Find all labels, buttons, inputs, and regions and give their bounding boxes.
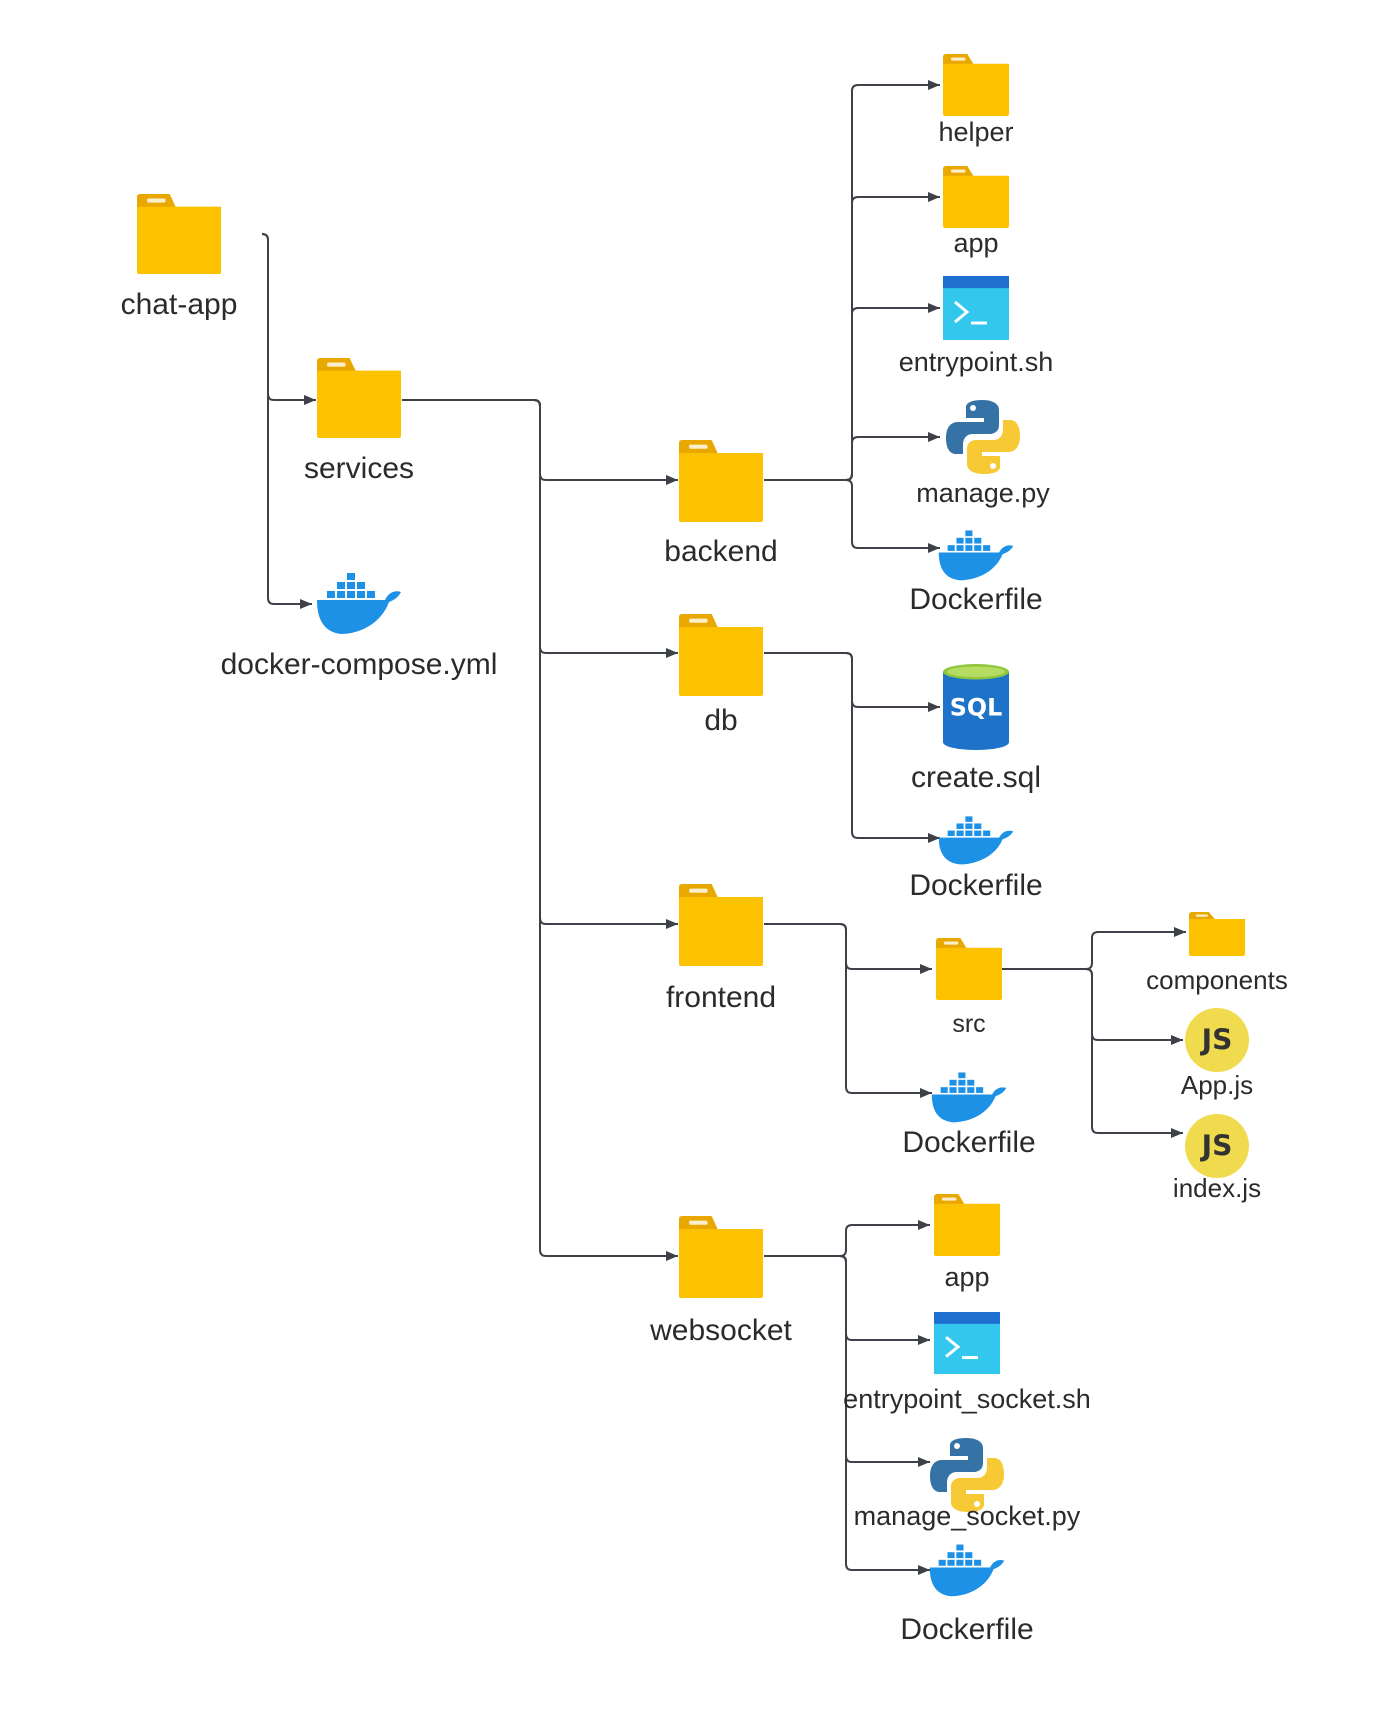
node-backend[interactable]: backend <box>664 440 778 568</box>
node-manage-socket[interactable]: manage_socket.py <box>854 1438 1081 1531</box>
node-components[interactable]: components <box>1146 912 1288 995</box>
node-label: manage.py <box>916 478 1050 508</box>
edges-layer <box>261 80 1186 1575</box>
edge-db-to-db_dockerfile <box>764 652 940 843</box>
node-entrypoint-socket[interactable]: entrypoint_socket.sh <box>843 1312 1091 1414</box>
node-app-js[interactable]: JS App.js <box>1181 1008 1253 1100</box>
edge-src-to-components <box>1002 927 1186 970</box>
node-label: services <box>304 452 414 485</box>
docker-icon <box>929 1544 1005 1597</box>
edge-src-to-index_js <box>1002 968 1183 1138</box>
edge-frontend-to-frontend_dockerfile <box>764 923 932 1098</box>
node-label: index.js <box>1173 1173 1261 1203</box>
node-chat-app[interactable]: chat-app <box>121 194 238 321</box>
edge-backend-to-manage_py <box>764 432 940 481</box>
docker-icon <box>931 1072 1007 1123</box>
folder-icon <box>137 194 221 274</box>
node-label: websocket <box>649 1314 792 1347</box>
node-backend-dockerfile[interactable]: Dockerfile <box>909 530 1043 616</box>
edge-services-to-websocket <box>402 399 678 1261</box>
node-label: Dockerfile <box>902 1126 1035 1159</box>
edge-frontend-to-src <box>764 923 932 974</box>
node-label: src <box>952 1010 985 1038</box>
node-entrypoint-sh[interactable]: entrypoint.sh <box>899 276 1054 377</box>
node-label: Dockerfile <box>909 869 1042 902</box>
folder-icon <box>943 54 1009 116</box>
node-ws-dockerfile[interactable]: Dockerfile <box>900 1544 1034 1646</box>
node-label: docker-compose.yml <box>221 648 498 681</box>
folder-icon <box>679 1216 763 1298</box>
js-icon: JS <box>1185 1114 1249 1178</box>
node-label: db <box>704 704 737 737</box>
docker-icon <box>317 573 401 634</box>
python-icon <box>930 1438 1004 1512</box>
folder-icon <box>1189 912 1245 956</box>
edge-websocket-to-ws_app <box>764 1220 930 1257</box>
node-label: components <box>1146 965 1288 995</box>
edge-websocket-to-ws_dockerfile <box>764 1255 930 1575</box>
sql-glyph: SQL <box>950 694 1002 722</box>
python-icon <box>946 400 1020 474</box>
node-label: helper <box>938 117 1013 147</box>
folder-icon <box>679 614 763 696</box>
docker-icon <box>938 816 1014 865</box>
node-backend-app[interactable]: app <box>943 166 1009 258</box>
folder-icon <box>679 884 763 966</box>
node-label: entrypoint.sh <box>899 347 1054 377</box>
folder-icon <box>934 1194 1000 1256</box>
folder-icon <box>936 938 1002 1000</box>
node-label: app <box>944 1262 989 1292</box>
node-label: Dockerfile <box>909 583 1042 616</box>
edge-chat_app-to-services <box>261 233 316 405</box>
folder-icon <box>679 440 763 522</box>
terminal-icon <box>943 276 1009 340</box>
folder-icon <box>943 166 1009 228</box>
node-label: frontend <box>666 981 776 1014</box>
node-index-js[interactable]: JS index.js <box>1173 1114 1261 1203</box>
folder-icon <box>317 358 401 438</box>
js-glyph: JS <box>1200 1130 1233 1163</box>
node-label: manage_socket.py <box>854 1501 1081 1531</box>
sql-icon: SQL <box>943 664 1009 750</box>
edge-backend-to-backend_dockerfile <box>764 479 940 553</box>
node-docker-compose[interactable]: docker-compose.yml <box>221 573 498 681</box>
node-helper[interactable]: helper <box>938 54 1014 147</box>
node-src[interactable]: src <box>936 938 1002 1038</box>
node-db-dockerfile[interactable]: Dockerfile <box>909 816 1043 902</box>
node-frontend[interactable]: frontend <box>666 884 776 1014</box>
node-label: Dockerfile <box>900 1613 1033 1646</box>
node-services[interactable]: services <box>304 358 414 485</box>
node-manage-py[interactable]: manage.py <box>916 400 1050 508</box>
node-websocket[interactable]: websocket <box>649 1216 793 1347</box>
node-label: app <box>953 228 998 258</box>
node-frontend-dockerfile[interactable]: Dockerfile <box>902 1072 1036 1159</box>
node-label: create.sql <box>911 761 1041 794</box>
node-label: App.js <box>1181 1070 1253 1100</box>
node-label: entrypoint_socket.sh <box>843 1384 1091 1414</box>
node-db[interactable]: db <box>679 614 763 737</box>
terminal-icon <box>934 1312 1000 1374</box>
node-ws-app[interactable]: app <box>934 1194 1000 1292</box>
js-glyph: JS <box>1200 1024 1233 1057</box>
docker-icon <box>938 530 1014 581</box>
node-label: chat-app <box>121 288 238 321</box>
nodes-layer: chat-app services docker-compose.yml backen… <box>121 54 1288 1646</box>
node-label: backend <box>664 535 777 568</box>
node-create-sql[interactable]: SQL create.sql <box>911 664 1041 794</box>
js-icon: JS <box>1185 1008 1249 1072</box>
edge-chat_app-to-docker_compose <box>261 233 312 609</box>
